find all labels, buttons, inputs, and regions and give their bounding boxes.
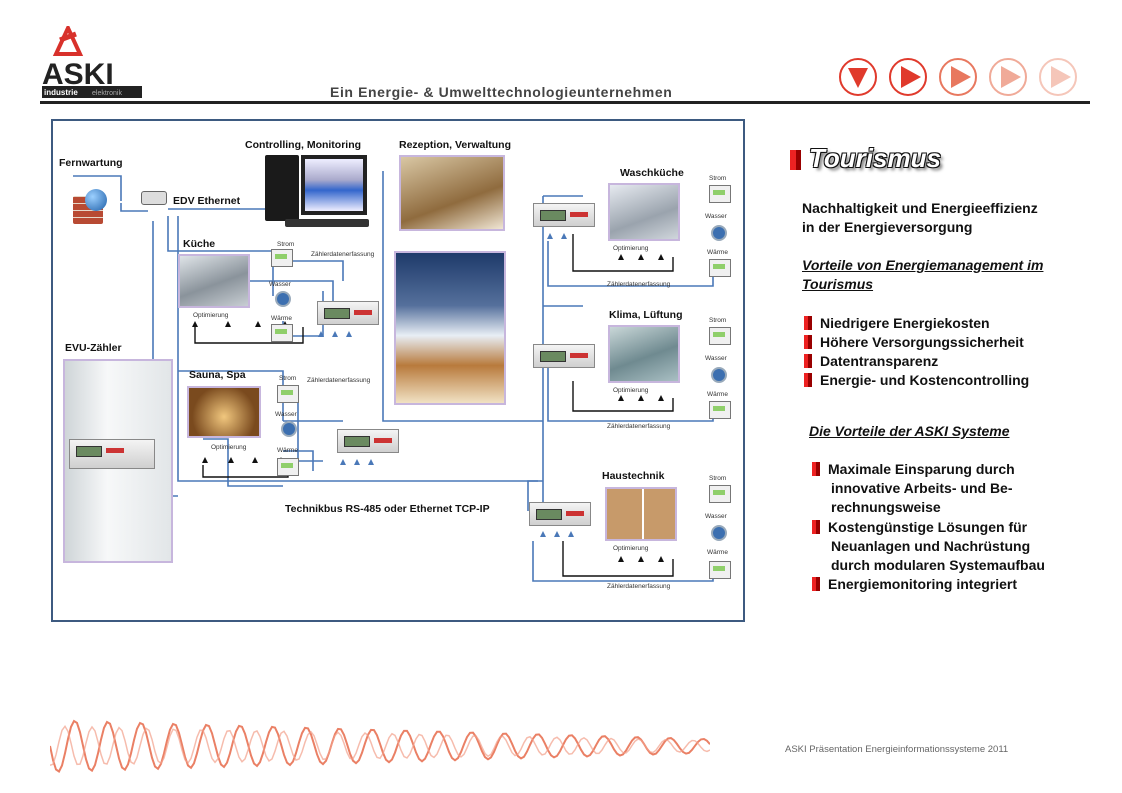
- controller-kueche: [317, 301, 379, 325]
- computer-tower-icon: [265, 155, 299, 221]
- controller-waschkueche: [533, 203, 595, 227]
- label-sauna: Sauna, Spa: [189, 369, 246, 381]
- em-heading-2: Tourismus: [802, 276, 874, 292]
- play-icon[interactable]: [938, 57, 978, 97]
- keyboard-icon: [285, 219, 369, 227]
- electric-meter-icon: [709, 185, 731, 203]
- heat-meter-icon: [709, 561, 731, 579]
- bullet-icon: [812, 577, 820, 591]
- electric-meter-icon: [277, 385, 299, 403]
- label-fernwartung: Fernwartung: [59, 157, 123, 169]
- aski-heading: Die Vorteile der ASKI Systeme: [809, 423, 1010, 439]
- photo-sauna: [187, 386, 261, 438]
- list-item: Höhere Versorgungssicherheit: [804, 334, 1024, 350]
- list-item-continuation: Neuanlagen und Nachrüstung: [831, 538, 1031, 554]
- list-item-continuation: durch modularen Systemaufbau: [831, 557, 1045, 573]
- controller-haustechnik: [529, 502, 591, 526]
- section-title: Tourismus: [790, 143, 941, 174]
- electric-meter-icon: [271, 249, 293, 267]
- water-meter-icon: [281, 421, 297, 437]
- heat-meter-icon: [709, 401, 731, 419]
- play-icon[interactable]: [888, 57, 928, 97]
- controller-sauna: [337, 429, 399, 453]
- intro-line-1: Nachhaltigkeit und Energieeffizienz: [802, 200, 1038, 216]
- em-heading-1: Vorteile von Energiemanagement im: [802, 257, 1044, 273]
- decorative-wave: [50, 719, 710, 773]
- photo-haustechnik: [605, 487, 677, 541]
- photo-hotel: [394, 251, 506, 405]
- water-meter-icon: [711, 367, 727, 383]
- slide-navigation: [838, 57, 1086, 99]
- label-waschkueche: Waschküche: [620, 167, 684, 179]
- list-item: Energiemonitoring integriert: [812, 576, 1017, 592]
- list-item: Kostengünstige Lösungen für: [812, 519, 1027, 535]
- label-klima: Klima, Lüftung: [609, 309, 683, 321]
- water-meter-icon: [275, 291, 291, 307]
- electric-meter-icon: [709, 327, 731, 345]
- label-controlling: Controlling, Monitoring: [245, 139, 362, 151]
- list-item-continuation: innovative Arbeits- und Be-: [831, 480, 1013, 496]
- label-kueche: Küche: [183, 238, 216, 250]
- water-meter-icon: [711, 525, 727, 541]
- controller-klima: [533, 344, 595, 368]
- aski-logo: ASKI industrie elektronik: [42, 26, 142, 98]
- label-haustechnik: Haustechnik: [602, 470, 665, 482]
- photo-kueche: [178, 254, 250, 308]
- heat-meter-icon: [709, 259, 731, 277]
- bullet-icon: [812, 520, 820, 534]
- monitor-icon: [301, 155, 367, 215]
- bullet-icon: [790, 150, 801, 170]
- system-diagram: Fernwartung Controlling, Monitoring Reze…: [51, 119, 745, 622]
- header-divider: [40, 101, 1090, 104]
- bullet-icon: [804, 335, 812, 349]
- globe-icon: [85, 189, 107, 211]
- photo-waschkueche: [608, 183, 680, 241]
- svg-text:elektronik: elektronik: [92, 90, 122, 97]
- footer-text: ASKI Präsentation Energieinformationssys…: [785, 744, 1009, 755]
- tagline: Ein Energie- & Umwelttechnologieunterneh…: [330, 84, 673, 100]
- list-item: Niedrigere Energiekosten: [804, 315, 990, 331]
- label-evu: EVU-Zähler: [65, 342, 122, 354]
- label-rezeption: Rezeption, Verwaltung: [399, 139, 512, 151]
- label-technikbus: Technikbus RS-485 oder Ethernet TCP-IP: [285, 503, 490, 515]
- heat-meter-icon: [271, 324, 293, 342]
- bullet-icon: [812, 462, 820, 476]
- play-icon[interactable]: [1038, 57, 1078, 97]
- electric-meter-icon: [709, 485, 731, 503]
- bullet-icon: [804, 316, 812, 330]
- controller-evu: [69, 439, 155, 469]
- logo-text: ASKI: [42, 58, 114, 91]
- photo-rezeption: [399, 155, 505, 231]
- play-icon[interactable]: [988, 57, 1028, 97]
- svg-text:industrie: industrie: [44, 88, 78, 97]
- photo-klima: [608, 325, 680, 383]
- heat-meter-icon: [277, 458, 299, 476]
- list-item: Energie- und Kostencontrolling: [804, 372, 1029, 388]
- router-icon: [141, 191, 167, 205]
- list-item-continuation: rechnungsweise: [831, 499, 941, 515]
- bullet-icon: [804, 354, 812, 368]
- label-edv: EDV Ethernet: [173, 195, 241, 207]
- list-item: Datentransparenz: [804, 353, 938, 369]
- water-meter-icon: [711, 225, 727, 241]
- bullet-icon: [804, 373, 812, 387]
- triangle-down-icon[interactable]: [838, 57, 878, 97]
- list-item: Maximale Einsparung durch: [812, 461, 1015, 477]
- intro-line-2: in der Energieversorgung: [802, 219, 973, 235]
